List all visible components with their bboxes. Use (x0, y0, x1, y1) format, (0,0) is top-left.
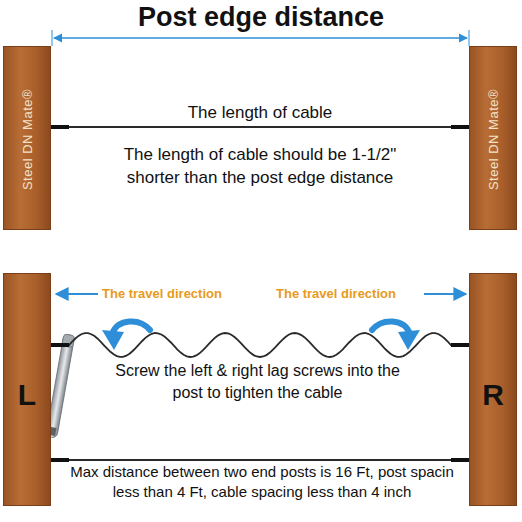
post-letter: L (18, 378, 36, 412)
cable (51, 460, 469, 461)
post-letter: R (482, 378, 504, 412)
wooden-post: L (3, 273, 51, 506)
cable (51, 127, 469, 128)
direction-arrow (56, 293, 98, 295)
dimension-tick (469, 30, 470, 46)
note-text: The travel direction (102, 285, 252, 303)
note-text: The length of cable should be 1-1/2" sho… (105, 144, 415, 190)
rotation-arrow (372, 321, 420, 350)
wooden-post: Steel DN Mate® (469, 46, 517, 230)
watermark: Steel DN Mate® (21, 88, 36, 189)
note-text: The length of cable (100, 102, 420, 125)
watermark: Steel DN Mate® (487, 88, 502, 189)
direction-arrow (424, 293, 466, 295)
cable (51, 333, 469, 357)
note-text: Screw the left & right lag screws into t… (115, 360, 400, 403)
note-text: Max distance between two end posts is 16… (63, 462, 461, 503)
dimension-tick (52, 30, 53, 46)
wooden-post: R (469, 273, 517, 506)
dimension-line (54, 37, 467, 38)
title: Post edge distance (0, 2, 522, 33)
rotation-arrow (102, 321, 150, 350)
note-text: The travel direction (276, 285, 426, 303)
wooden-post: Steel DN Mate® (3, 46, 51, 230)
